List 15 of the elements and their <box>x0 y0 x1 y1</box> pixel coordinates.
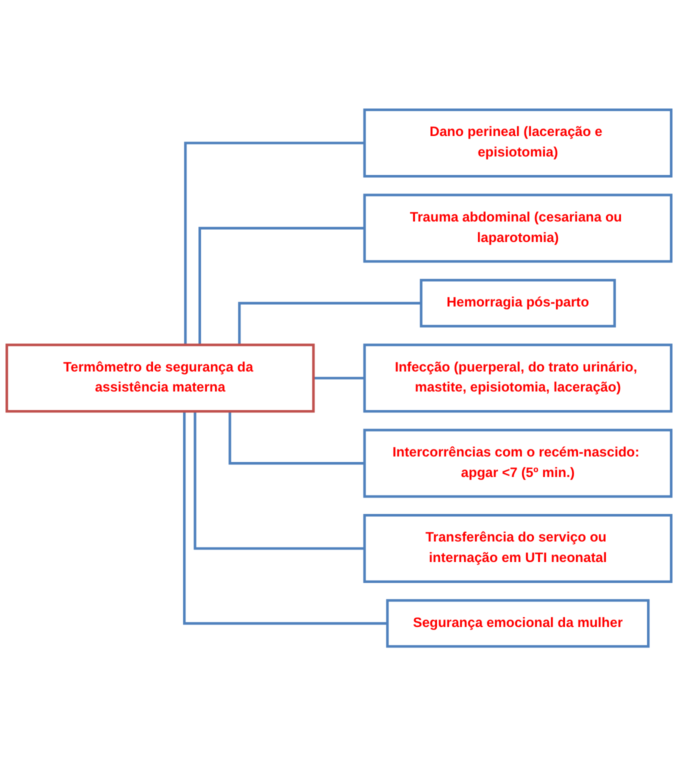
node-box: Termômetro de segurança da assistência materna <box>6 344 315 413</box>
node-box: Trauma abdominal (cesariana ou laparotomia) <box>363 194 672 264</box>
connector <box>184 142 365 346</box>
node-box: Infecção (puerperal, do trato urinário, mastite, episiotomia, laceração) <box>363 344 672 413</box>
node-box: Dano perineal (laceração e episiotomia) <box>363 108 672 178</box>
connector <box>312 377 365 380</box>
node-box: Transferência do serviço ou internação em UTI neonatal <box>363 514 672 584</box>
connector <box>183 412 388 626</box>
connector <box>194 412 365 550</box>
connector <box>198 227 365 346</box>
connector <box>238 302 422 346</box>
node-box: Segurança emocional da mulher <box>386 600 650 648</box>
node-box: Intercorrências com o recém-nascido: apgar <7 (5º min.) <box>363 429 672 498</box>
node-box: Hemorragia pós-parto <box>420 279 616 328</box>
connector <box>228 412 365 465</box>
